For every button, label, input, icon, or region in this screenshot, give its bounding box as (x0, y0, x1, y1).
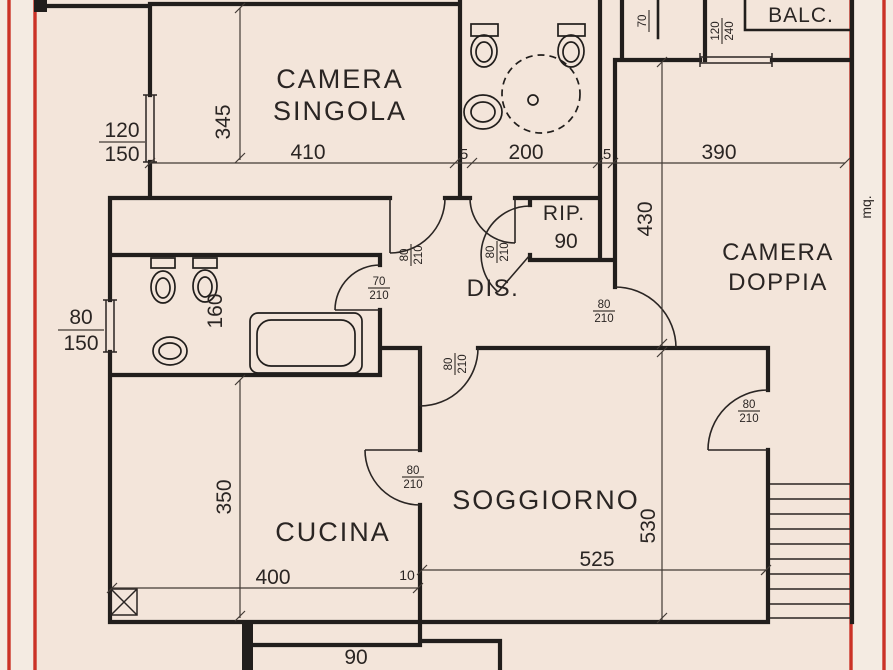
door-camera-singola (389, 197, 446, 254)
door-dim-singola: 80 210 (399, 244, 425, 266)
dim-wall-c: 10 (399, 567, 415, 583)
door-camera-doppia (614, 286, 677, 349)
label-rip-width: 90 (554, 230, 577, 253)
toilet-bowl-icon (197, 276, 213, 298)
dim-terrace-width: 90 (344, 646, 367, 669)
paper-inner (36, 0, 852, 670)
dim-shaft: 70 (637, 10, 650, 32)
door-dim-bagno2-h: 210 (369, 290, 388, 302)
dim-soggiorno-width: 525 (579, 548, 614, 571)
toilet-icon (192, 269, 218, 303)
dim-bagno-width: 200 (508, 141, 543, 164)
door-cucina (364, 449, 421, 506)
label-cucina: CUCINA (275, 517, 391, 547)
label-dis: DIS. (467, 275, 520, 302)
door-soggiorno (419, 347, 479, 407)
door-bagno-left (334, 264, 381, 311)
toilet-bowl-icon (475, 41, 493, 63)
label-balc: BALC. (768, 4, 834, 27)
door-dim-bagno-h: 210 (499, 242, 511, 261)
balcony-edges (656, 0, 854, 40)
door-dim-doppia-w: 80 (598, 299, 611, 311)
dim-bagno2-depth: 160 (204, 293, 227, 328)
toilet-tank-icon (192, 257, 218, 269)
bidet-base-icon (150, 257, 176, 269)
sink-icon (152, 336, 188, 366)
label-camera-doppia-2: DOPPIA (728, 269, 828, 296)
door-dim-bagno-w: 80 (485, 246, 497, 259)
bidet-icon (150, 270, 176, 304)
fixtures-bagno-left (150, 257, 363, 374)
dim-camera-singola-width: 410 (290, 141, 325, 164)
dim-camera-doppia-depth: 430 (634, 201, 657, 236)
door-dim-cucina-h: 210 (403, 479, 422, 491)
window-bagno (103, 299, 117, 353)
door-dim-singola-h: 210 (413, 245, 425, 264)
door-dim-singola-w: 80 (399, 249, 411, 262)
door-dim-doppia: 80 210 (593, 299, 615, 325)
door-dim-soggiorno: 80 210 (443, 353, 469, 375)
label-camera-singola-1: CAMERA (276, 64, 404, 94)
door-dim-balcone-h: 210 (739, 413, 758, 425)
bidet-icon (557, 34, 585, 68)
toilet-icon (470, 34, 498, 68)
door-dim-cucina: 80 210 (402, 465, 424, 491)
sink-basin-icon (158, 342, 182, 360)
dim-left-window-w: 80 (69, 306, 92, 329)
shower-circle-icon (501, 54, 581, 134)
label-camera-doppia-1: CAMERA (722, 239, 834, 266)
bathtub-basin-icon (256, 319, 356, 367)
bidet-bowl-icon (155, 277, 171, 299)
door-dim-soggiorno-w: 80 (443, 358, 455, 371)
dim-wall-b: 5 (603, 146, 611, 163)
window-balcone (699, 53, 773, 67)
door-dim-doppia-h: 210 (594, 313, 613, 325)
dim-cucina-depth: 350 (213, 479, 236, 514)
dim-wall-a: 5 (460, 146, 468, 163)
dim-shaft-w: 70 (637, 15, 649, 28)
bathtub-icon (249, 312, 363, 374)
dim-top-window-h: 150 (104, 143, 139, 166)
door-balcone (707, 389, 769, 451)
dimension-lines (58, 2, 851, 624)
door-dim-cucina-w: 80 (407, 465, 420, 477)
dim-top-window-w: 120 (104, 119, 139, 142)
sink-icon (463, 94, 503, 130)
dim-camera-doppia-width: 390 (701, 141, 736, 164)
fixtures-bagno-top (463, 23, 586, 134)
door-ripostiglio (480, 205, 531, 293)
dim-balc-door: 120 240 (710, 18, 736, 44)
sink-basin-icon (470, 101, 496, 123)
window-camera-singola (143, 94, 157, 163)
label-camera-singola-2: SINGOLA (273, 96, 407, 126)
toilet-tank-icon (470, 23, 499, 37)
dimension-ticks (106, 2, 851, 624)
door-dim-bagno2: 70 210 (368, 276, 390, 302)
terrace-pier (242, 622, 253, 670)
door-bagno-top (469, 197, 516, 244)
shower-drain-icon (527, 94, 539, 106)
door-dim-bagno: 80 210 (485, 241, 511, 263)
dim-soggiorno-depth: 530 (637, 508, 660, 543)
door-dim-balcone-w: 80 (743, 399, 756, 411)
dim-left-window-h: 150 (63, 332, 98, 355)
label-soggiorno: SOGGIORNO (452, 485, 640, 515)
corner-pier (34, 0, 47, 12)
bidet-base-icon (557, 23, 586, 37)
door-dim-soggiorno-h: 210 (457, 354, 469, 373)
dim-camera-singola-depth: 345 (212, 104, 235, 139)
dim-cucina-width: 400 (255, 566, 290, 589)
door-dim-balcone: 80 210 (738, 399, 760, 425)
label-rip: RIP. (543, 202, 585, 225)
label-mq: mq. (858, 195, 874, 218)
bidet-bowl-icon (562, 41, 580, 63)
door-dim-bagno2-w: 70 (373, 276, 386, 288)
pillar-icon (110, 588, 138, 616)
dim-balc-door-w: 120 (710, 21, 722, 40)
windows (103, 53, 773, 353)
dim-balc-door-h: 240 (724, 21, 736, 40)
door-swings (334, 197, 769, 506)
stairs (770, 483, 851, 619)
